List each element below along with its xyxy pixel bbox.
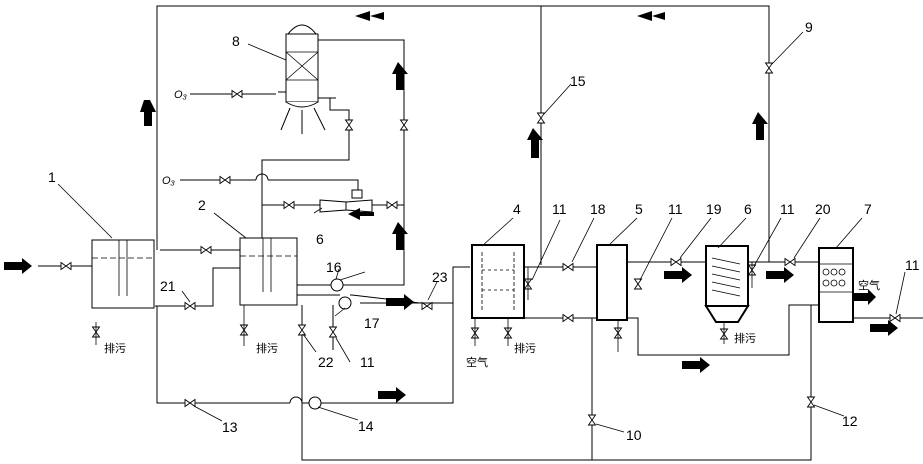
ozone-label-2: O₃ bbox=[162, 175, 176, 187]
label-5: 5 bbox=[635, 201, 643, 217]
drain-label-2: 排污 bbox=[256, 341, 278, 355]
ozone-reactor bbox=[278, 24, 330, 134]
unit-6b bbox=[704, 245, 750, 323]
label-11a: 11 bbox=[360, 354, 375, 370]
label-4: 4 bbox=[513, 201, 521, 217]
air-label-2: 空气 bbox=[858, 278, 880, 292]
label-12: 12 bbox=[842, 413, 858, 429]
pipe-network bbox=[38, 5, 923, 461]
label-11d: 11 bbox=[780, 201, 795, 217]
air-label-1: 空气 bbox=[466, 355, 488, 369]
valves bbox=[60, 62, 901, 426]
drain-label-4: 排污 bbox=[734, 331, 756, 345]
label-18: 18 bbox=[590, 201, 606, 217]
tank-1 bbox=[91, 239, 155, 309]
label-2: 2 bbox=[198, 197, 206, 213]
label-20: 20 bbox=[815, 201, 831, 217]
label-14: 14 bbox=[358, 418, 374, 434]
pump-16 bbox=[330, 278, 344, 292]
label-1: 1 bbox=[48, 169, 56, 185]
number-labels: 1 2 8 6 16 17 23 21 22 11 13 14 4 11 18 … bbox=[48, 19, 920, 443]
label-22: 22 bbox=[318, 354, 334, 370]
label-11c: 11 bbox=[668, 201, 683, 217]
pump-17 bbox=[338, 296, 352, 310]
label-19: 19 bbox=[706, 201, 722, 217]
label-6b: 6 bbox=[744, 201, 752, 217]
label-17: 17 bbox=[364, 315, 380, 331]
label-11b: 11 bbox=[552, 201, 567, 217]
label-21: 21 bbox=[160, 278, 176, 294]
column-4 bbox=[471, 244, 525, 319]
label-23: 23 bbox=[432, 269, 448, 285]
label-10: 10 bbox=[626, 427, 642, 443]
annotation-labels: 排污 排污 排污 排污 空气 空气 O₃ O₃ bbox=[104, 89, 880, 369]
column-5 bbox=[596, 244, 628, 321]
label-16: 16 bbox=[326, 259, 342, 275]
tank-2 bbox=[239, 237, 298, 306]
drain-label-3: 排污 bbox=[514, 341, 536, 355]
flow-arrows bbox=[4, 11, 898, 403]
label-7: 7 bbox=[864, 201, 872, 217]
label-11e: 11 bbox=[905, 257, 920, 273]
label-6a: 6 bbox=[316, 231, 324, 247]
unit-7 bbox=[818, 247, 854, 323]
label-13: 13 bbox=[222, 419, 238, 435]
label-15: 15 bbox=[570, 73, 586, 89]
ozone-label-1: O₃ bbox=[174, 89, 188, 101]
drain-label-1: 排污 bbox=[104, 341, 126, 355]
label-9: 9 bbox=[805, 19, 813, 35]
pump-14 bbox=[308, 396, 322, 410]
leader-lines bbox=[57, 31, 906, 433]
label-8: 8 bbox=[232, 33, 240, 49]
ejector-6a bbox=[319, 189, 373, 213]
